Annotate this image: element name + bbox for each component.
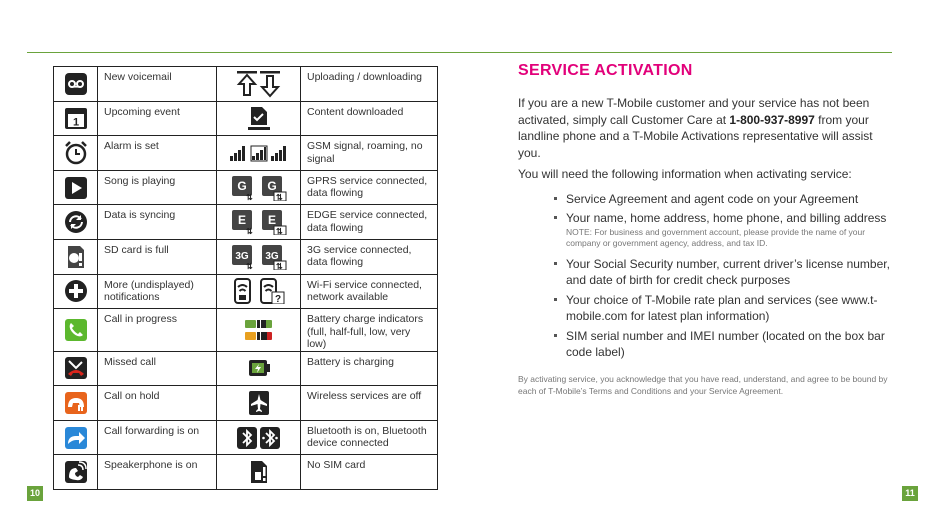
svg-text:E: E [267, 213, 275, 227]
table-row: Alarm is set GSM signal, roaming, no sig… [53, 135, 438, 171]
page-number-right: 11 [902, 486, 918, 501]
list-item-text: Service Agreement and agent code on your… [566, 191, 859, 206]
table-row: Call forwarding is on Bluetooth is on, B… [53, 419, 438, 456]
list-item: Service Agreement and agent code on your… [518, 191, 890, 208]
gprs-icon: G⇅G⇅ [231, 175, 286, 201]
content-downloaded-icon [247, 107, 270, 131]
alarm-clock-icon [64, 141, 87, 165]
table-row: SD card is full 3G⇅3G⇅ 3G service connec… [53, 238, 438, 275]
table-cell-label: Alarm is set [97, 135, 217, 171]
svg-text:?: ? [275, 294, 281, 304]
no-sim-icon [250, 461, 267, 484]
top-rule [27, 52, 892, 53]
sync-icon [64, 211, 87, 234]
list-item-text: Your choice of T-Mobile rate plan and se… [566, 292, 878, 324]
table-row: Data is syncing E⇅E⇅ EDGE service connec… [53, 204, 438, 240]
signal-bars-icon [229, 145, 286, 162]
need-info-paragraph: You will need the following information … [518, 167, 852, 181]
table-row: More (undisplayed) notifications ? Wi-Fi… [53, 273, 438, 310]
edge-icon: E⇅E⇅ [231, 210, 286, 236]
svg-text:E: E [237, 213, 245, 227]
table-cell-label: Bluetooth is on, Bluetooth device connec… [300, 419, 438, 456]
table-cell-label: Missed call [97, 350, 217, 387]
svg-text:G: G [237, 179, 246, 193]
table-cell-label: Content downloaded [300, 100, 438, 137]
sd-card-full-icon [67, 245, 84, 268]
page-number-left: 10 [27, 486, 43, 501]
list-item: Your Social Security number, current dri… [518, 256, 890, 289]
airplane-mode-icon [248, 391, 269, 416]
page-title: SERVICE ACTIVATION [518, 62, 693, 79]
table-cell-label: Wireless services are off [300, 385, 438, 421]
intro-text: If you are a new T-Mobile customer and y… [518, 96, 870, 127]
disclaimer: By activating service, you acknowledge t… [518, 373, 888, 396]
table-cell-label: New voicemail [97, 66, 217, 102]
table-cell-label: Call forwarding is on [97, 419, 217, 456]
call-forwarding-icon [64, 426, 87, 449]
table-cell-label: Uploading / downloading [300, 66, 438, 102]
table-cell-label: GSM signal, roaming, no signal [300, 135, 438, 171]
table-row: Call on hold Wireless services are off [53, 385, 438, 421]
table-cell-label: Wi-Fi service connected, network availab… [300, 273, 438, 310]
voicemail-icon [64, 72, 87, 95]
speakerphone-icon [64, 461, 87, 484]
table-row: 1 Upcoming event Content downloaded [53, 100, 438, 137]
list-item-text: Your Social Security number, current dri… [566, 256, 890, 288]
service-activation-section: SERVICE ACTIVATION If you are a new T-Mo… [518, 62, 890, 397]
calendar-icon: 1 [64, 108, 87, 130]
svg-text:⇅: ⇅ [246, 262, 253, 270]
table-cell-label: EDGE service connected, data flowing [300, 204, 438, 240]
table-cell-label: Song is playing [97, 169, 217, 206]
table-row: Call in progress Battery charge indicato… [53, 308, 438, 352]
svg-text:⇅: ⇅ [276, 227, 283, 235]
missed-call-icon [64, 357, 87, 380]
list-item: Your choice of T-Mobile rate plan and se… [518, 292, 890, 325]
battery-charging-icon [248, 360, 270, 377]
table-cell-label: SD card is full [97, 238, 217, 275]
svg-text:⇅: ⇅ [246, 193, 253, 201]
customer-care-phone: 1-800-937-8997 [729, 112, 815, 127]
call-on-hold-icon [64, 392, 87, 415]
table-cell-label: Speakerphone is on [97, 454, 217, 491]
list-item: SIM serial number and IMEI number (locat… [518, 328, 890, 361]
svg-text:1: 1 [72, 117, 78, 129]
list-item-text: SIM serial number and IMEI number (locat… [566, 328, 885, 360]
3g-icon: 3G⇅3G⇅ [231, 244, 286, 270]
table-cell-label: No SIM card [300, 454, 438, 491]
table-cell-label: Call in progress [97, 308, 217, 352]
play-icon [64, 176, 87, 199]
table-cell-label: 3G service connected, data flowing [300, 238, 438, 275]
requirements-list: Service Agreement and agent code on your… [518, 191, 890, 361]
table-cell-label: Battery charge indicators (full, half-fu… [300, 308, 438, 352]
svg-text:⇅: ⇅ [276, 262, 283, 270]
intro-paragraph: If you are a new T-Mobile customer and y… [518, 95, 890, 161]
wifi-icon: ? [233, 278, 284, 305]
battery-levels-icon [244, 319, 272, 340]
table-row: Speakerphone is on No SIM card [53, 454, 438, 491]
table-cell-label: Data is syncing [97, 204, 217, 240]
bluetooth-icon [236, 426, 280, 449]
table-row: Song is playing G⇅G⇅ GPRS service connec… [53, 169, 438, 206]
table-cell-label: Battery is charging [300, 350, 438, 387]
upload-download-icon [236, 70, 280, 98]
table-cell-label: GPRS service connected, data flowing [300, 169, 438, 206]
svg-text:⇅: ⇅ [246, 227, 253, 235]
list-item-note: NOTE: For business and government accoun… [566, 226, 866, 248]
list-item-text: Your name, home address, home phone, and… [566, 211, 887, 225]
svg-text:3G: 3G [265, 251, 279, 262]
svg-text:⇅: ⇅ [276, 193, 283, 201]
table-cell-label: Call on hold [97, 385, 217, 421]
table-cell-label: Upcoming event [97, 100, 217, 137]
table-cell-label: More (undisplayed) notifications [97, 273, 217, 310]
status-icons-table: New voicemail Uploading / downloading 1 … [53, 66, 438, 491]
table-row: New voicemail Uploading / downloading [53, 66, 438, 102]
call-in-progress-icon [64, 318, 87, 341]
intro-text-end: from your landline phone and a T-Mobile … [518, 112, 873, 160]
plus-icon [64, 280, 87, 303]
svg-text:G: G [267, 179, 276, 193]
list-item: Your name, home address, home phone, and… [518, 210, 890, 249]
table-row: Missed call Battery is charging [53, 350, 438, 387]
svg-text:3G: 3G [235, 251, 249, 262]
